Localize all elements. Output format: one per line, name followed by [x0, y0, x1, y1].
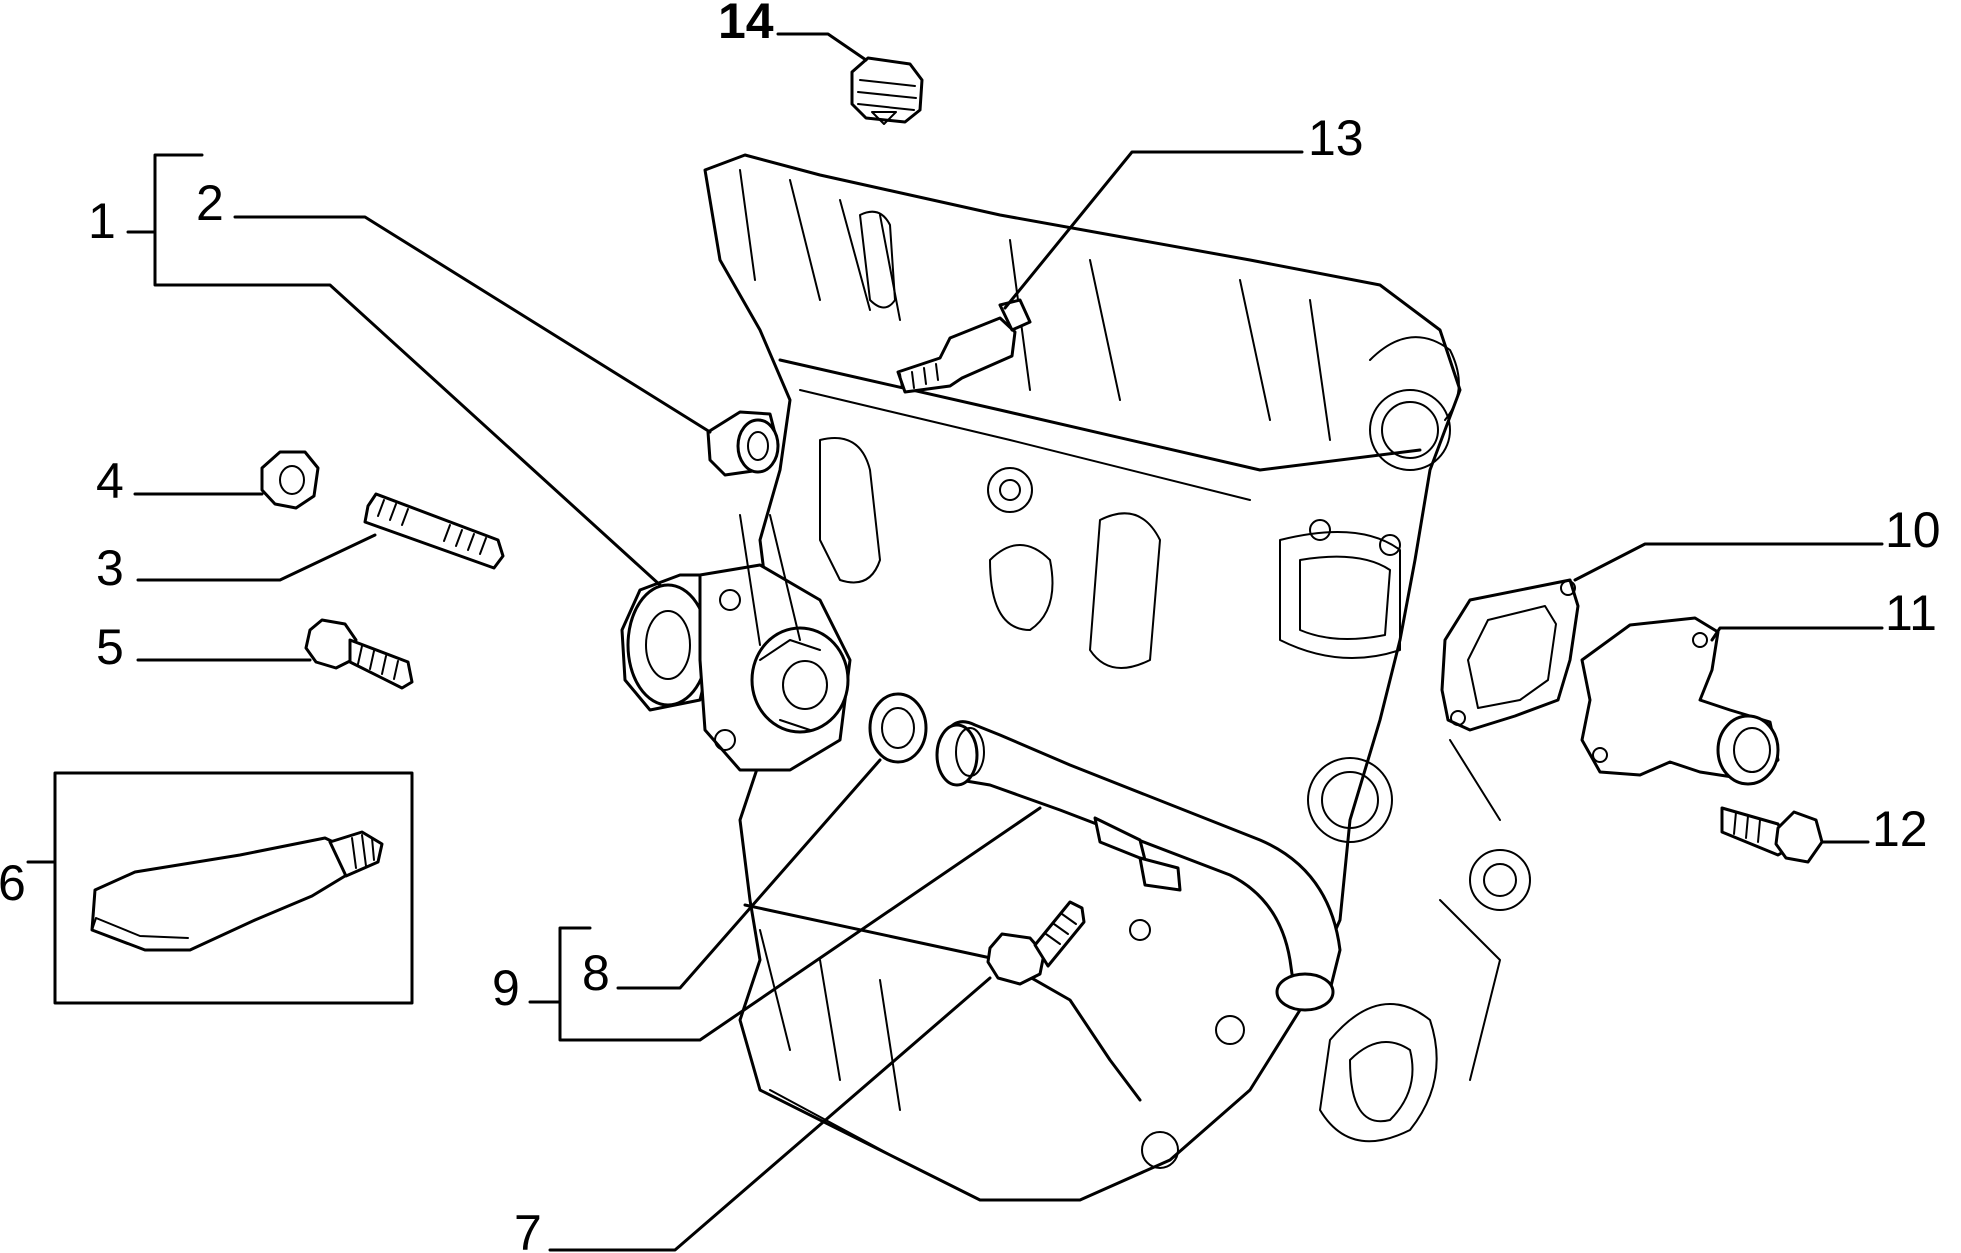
water-pump-part-1 [620, 514, 852, 772]
callout-13: 13 [1308, 110, 1364, 166]
sealant-tube-part-6 [53, 771, 414, 1005]
callout-12: 12 [1872, 801, 1928, 857]
bolt-part-7 [986, 900, 1086, 986]
bushing-part-2 [706, 410, 780, 477]
stud-part-3 [363, 492, 505, 570]
callout-14: 14 [718, 0, 774, 49]
callout-10: 10 [1885, 502, 1941, 558]
thermostat-housing-part-11 [1580, 616, 1780, 786]
bolt-part-5 [304, 618, 414, 690]
bolt-part-12 [1720, 806, 1824, 864]
leader-lines [26, 32, 1884, 1252]
callout-2: 2 [196, 175, 224, 231]
callout-5: 5 [96, 619, 124, 675]
nut-part-4 [260, 450, 320, 510]
callout-4: 4 [96, 453, 124, 509]
callout-3: 3 [96, 540, 124, 596]
temperature-sensor-part-13 [896, 298, 1032, 394]
callout-8: 8 [582, 945, 610, 1001]
callout-9: 9 [492, 960, 520, 1016]
coolant-pipe-part-9 [935, 720, 1342, 1012]
callout-1: 1 [88, 193, 116, 249]
plug-part-14 [850, 56, 924, 125]
ring-seal-part-8 [868, 692, 928, 764]
callout-11: 11 [1885, 585, 1937, 641]
callout-7: 7 [514, 1205, 542, 1253]
callout-6: 6 [0, 855, 26, 911]
gasket-part-10 [1440, 578, 1580, 732]
